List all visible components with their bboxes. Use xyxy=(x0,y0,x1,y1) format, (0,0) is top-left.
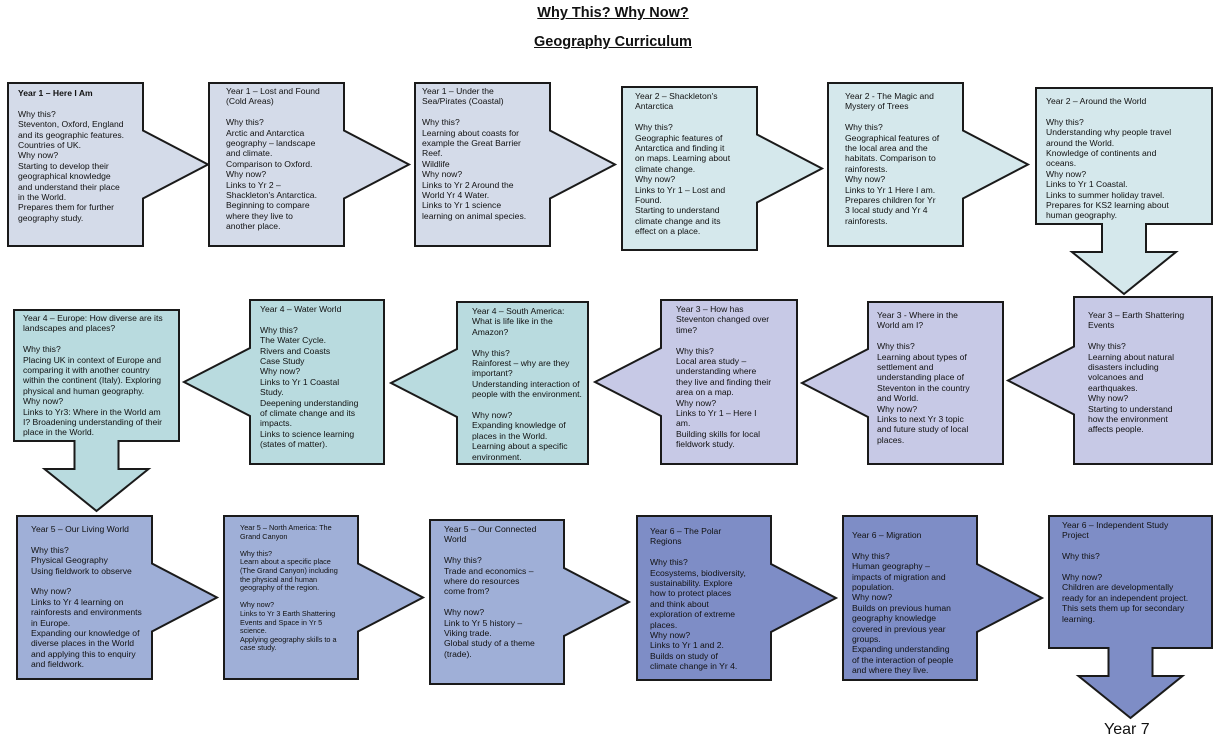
box-text-y6-polar: Year 6 – The Polar Regions Why this? Eco… xyxy=(650,526,746,672)
arrow-shape-y1-here-i-am xyxy=(7,82,211,247)
box-text-y3-where-world: Year 3 - Where in the World am I? Why th… xyxy=(877,310,970,445)
arrow-shape-y2-shackleton xyxy=(621,86,825,251)
box-text-y2-magic-trees: Year 2 - The Magic and Mystery of Trees … xyxy=(845,91,940,226)
arrow-shape-y1-lost-found xyxy=(208,82,412,247)
arrow-shape-y3-where-world xyxy=(799,301,1004,465)
box-text-y5-grand-canyon: Year 5 – North America: The Grand Canyon… xyxy=(240,524,338,653)
arrow-shape-y5-grand-canyon xyxy=(223,515,426,680)
box-text-y2-shackleton: Year 2 – Shackleton's Antarctica Why thi… xyxy=(635,91,731,237)
arrow-shape-y6-polar xyxy=(636,515,839,681)
box-text-y6-migration: Year 6 – Migration Why this? Human geogr… xyxy=(852,530,954,676)
page-title: Why This? Why Now? xyxy=(537,5,689,21)
box-text-y4-south-america: Year 4 – South America: What is life lik… xyxy=(472,306,582,462)
arrow-shape-y6-migration xyxy=(842,515,1045,681)
box-text-y5-living-world: Year 5 – Our Living World Why this? Phys… xyxy=(31,524,142,670)
arrow-shape-y4-europe xyxy=(13,309,180,513)
box-heading: Year 1 – Here I Am xyxy=(18,88,93,98)
page-subtitle: Geography Curriculum xyxy=(534,34,692,50)
box-text-y4-europe: Year 4 – Europe: How diverse are its lan… xyxy=(23,313,163,438)
box-text-y1-under-sea: Year 1 – Under the Sea/Pirates (Coastal)… xyxy=(422,86,527,221)
box-text-y1-lost-found: Year 1 – Lost and Found (Cold Areas) Why… xyxy=(226,86,320,232)
year-7-label: Year 7 xyxy=(1104,721,1150,738)
arrow-shape-y6-independent xyxy=(1048,515,1213,720)
box-text-y3-earth-shattering: Year 3 – Earth Shattering Events Why thi… xyxy=(1088,310,1185,435)
arrow-shape-y5-living-world xyxy=(16,515,220,680)
arrow-shape-y1-under-sea xyxy=(414,82,618,247)
box-text-y4-water-world: Year 4 – Water World Why this? The Water… xyxy=(260,304,359,450)
arrow-shape-y3-earth-shattering xyxy=(1005,296,1213,465)
box-text-y1-here-i-am: Year 1 – Here I Am Why this? Steventon, … xyxy=(18,88,125,223)
arrow-shape-y3-steventon xyxy=(592,299,798,465)
arrow-shape-y5-connected-world xyxy=(429,519,632,685)
arrow-shape-y2-around-world xyxy=(1035,87,1213,296)
arrow-shape-y4-south-america xyxy=(388,301,589,465)
box-text-y3-steventon: Year 3 – How has Steventon changed over … xyxy=(676,304,772,450)
box-text-y5-connected-world: Year 5 – Our Connected World Why this? T… xyxy=(444,524,537,659)
box-text-y6-independent: Year 6 – Independent Study Project Why t… xyxy=(1062,520,1189,624)
arrow-shape-y2-magic-trees xyxy=(827,82,1031,247)
arrow-shape-y4-water-world xyxy=(181,299,385,465)
box-text-y2-around-world: Year 2 – Around the World Why this? Unde… xyxy=(1046,96,1172,221)
